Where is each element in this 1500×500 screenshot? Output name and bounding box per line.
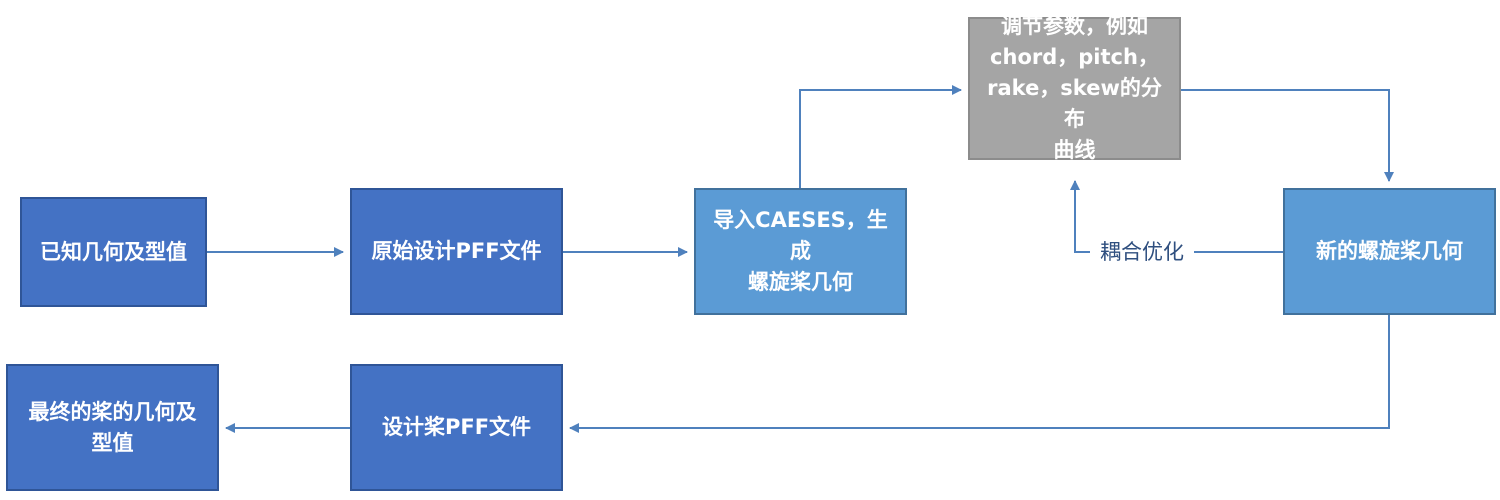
design-pff-label: 设计桨PFF文件 [381, 415, 532, 439]
final-geometry-line-1: 最终的桨的几何及 [28, 399, 197, 424]
original-pff-label: 原始设计PFF文件 [371, 239, 542, 263]
final-geometry-box: 最终的桨的几何及 型值 [6, 364, 219, 491]
original-pff-box: 原始设计PFF文件 [350, 188, 563, 315]
adjust-parameters-line-2: chord，pitch， [990, 45, 1159, 69]
arrow-import-to-adjust [799, 85, 962, 188]
coupled-optimization-label: 耦合优化 [1090, 236, 1194, 268]
arrow-new-geometry-to-adjust-loop [1070, 180, 1283, 253]
design-pff-box: 设计桨PFF文件 [350, 364, 563, 491]
import-caeses-text: 导入CAESES，生成 螺旋桨几何 [706, 205, 895, 298]
new-propeller-geometry-label: 新的螺旋桨几何 [1316, 239, 1463, 263]
final-geometry-text: 最终的桨的几何及 型值 [29, 397, 197, 459]
import-caeses-line-1: 导入CAESES，生成 [713, 208, 888, 263]
import-caeses-line-2: 螺旋桨几何 [748, 270, 853, 294]
adjust-parameters-text: 调节参数，例如 chord，pitch， rake，skew的分布 曲线 [980, 11, 1169, 166]
known-geometry-box: 已知几何及型值 [20, 197, 207, 307]
final-geometry-line-2: 型值 [91, 430, 134, 455]
adjust-parameters-line-1: 调节参数，例如 [1001, 14, 1148, 38]
known-geometry-label: 已知几何及型值 [40, 239, 187, 264]
adjust-parameters-box: 调节参数，例如 chord，pitch， rake，skew的分布 曲线 [968, 14, 1181, 162]
arrow-adjust-to-new-geometry [1181, 89, 1394, 182]
new-propeller-geometry-box: 新的螺旋桨几何 [1283, 188, 1496, 315]
arrow-new-geometry-to-design-pff [569, 315, 1390, 433]
import-caeses-box: 导入CAESES，生成 螺旋桨几何 [694, 188, 907, 315]
adjust-parameters-line-4: 曲线 [1053, 138, 1096, 162]
adjust-parameters-line-3: rake，skew的分布 [987, 76, 1162, 131]
